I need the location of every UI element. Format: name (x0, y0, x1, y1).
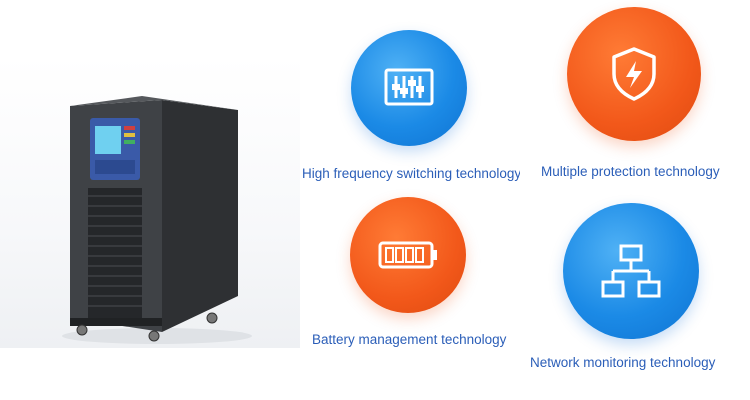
feature-label: High frequency switching technology (302, 166, 520, 181)
battery-icon (378, 241, 437, 269)
feature-label: Battery management technology (312, 332, 507, 347)
network-icon (601, 244, 661, 298)
shield-bolt-icon (612, 47, 656, 101)
feature-circle-network (563, 203, 699, 339)
feature-circle-protection (567, 7, 701, 141)
feature-label: Multiple protection technology (541, 164, 720, 179)
feature-label: Network monitoring technology (530, 355, 716, 370)
feature-circle-battery (350, 197, 466, 313)
ups-cabinet-image (62, 96, 252, 344)
equalizer-icon (384, 68, 434, 106)
feature-circle-high-frequency (351, 30, 467, 146)
